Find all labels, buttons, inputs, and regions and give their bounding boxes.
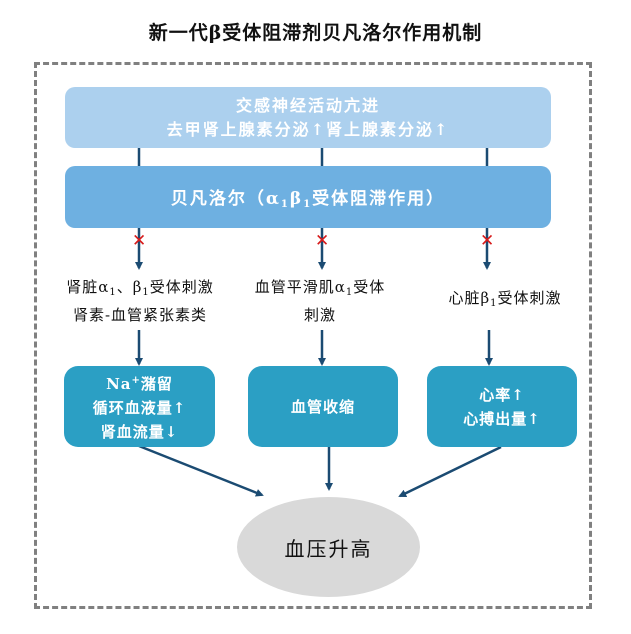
vasoconstriction-box: 血管收缩 xyxy=(248,366,398,447)
diagram-title: 新一代β受体阻滞剂贝凡洛尔作用机制 xyxy=(148,22,483,44)
blocked-x-icon: ✕ xyxy=(315,231,330,251)
sympathetic-line1: 交感神经活动亢进 xyxy=(235,95,380,115)
heart-receptor-label: 心脏β1受体刺激 xyxy=(448,289,562,309)
dashed-frame xyxy=(34,62,592,609)
sympathetic-line2: 去甲肾上腺素分泌↑肾上腺素分泌↑ xyxy=(166,119,450,139)
blocked-x-icon: ✕ xyxy=(480,231,495,251)
kidney-receptor-label: 肾脏α1、β1受体刺激 肾素-血管紧张素类 xyxy=(66,278,214,324)
vascular-receptor-label: 血管平滑肌α1受体 刺激 xyxy=(254,278,386,324)
bevantolol-box: 贝凡洛尔（α1β1受体阻滞作用） xyxy=(65,166,551,228)
blood-pressure-outcome: 血压升高 xyxy=(237,497,420,597)
bevantolol-label: 贝凡洛尔（α1β1受体阻滞作用） xyxy=(170,189,446,210)
blocked-x-icon: ✕ xyxy=(132,231,147,251)
cardiac-effect-box: 心率↑ 心搏出量↑ xyxy=(427,366,577,447)
kidney-effect-box: Na+潴留 循环血液量↑ 肾血流量↓ xyxy=(64,366,215,447)
sympathetic-activation-box: 交感神经活动亢进 去甲肾上腺素分泌↑肾上腺素分泌↑ xyxy=(65,87,551,148)
